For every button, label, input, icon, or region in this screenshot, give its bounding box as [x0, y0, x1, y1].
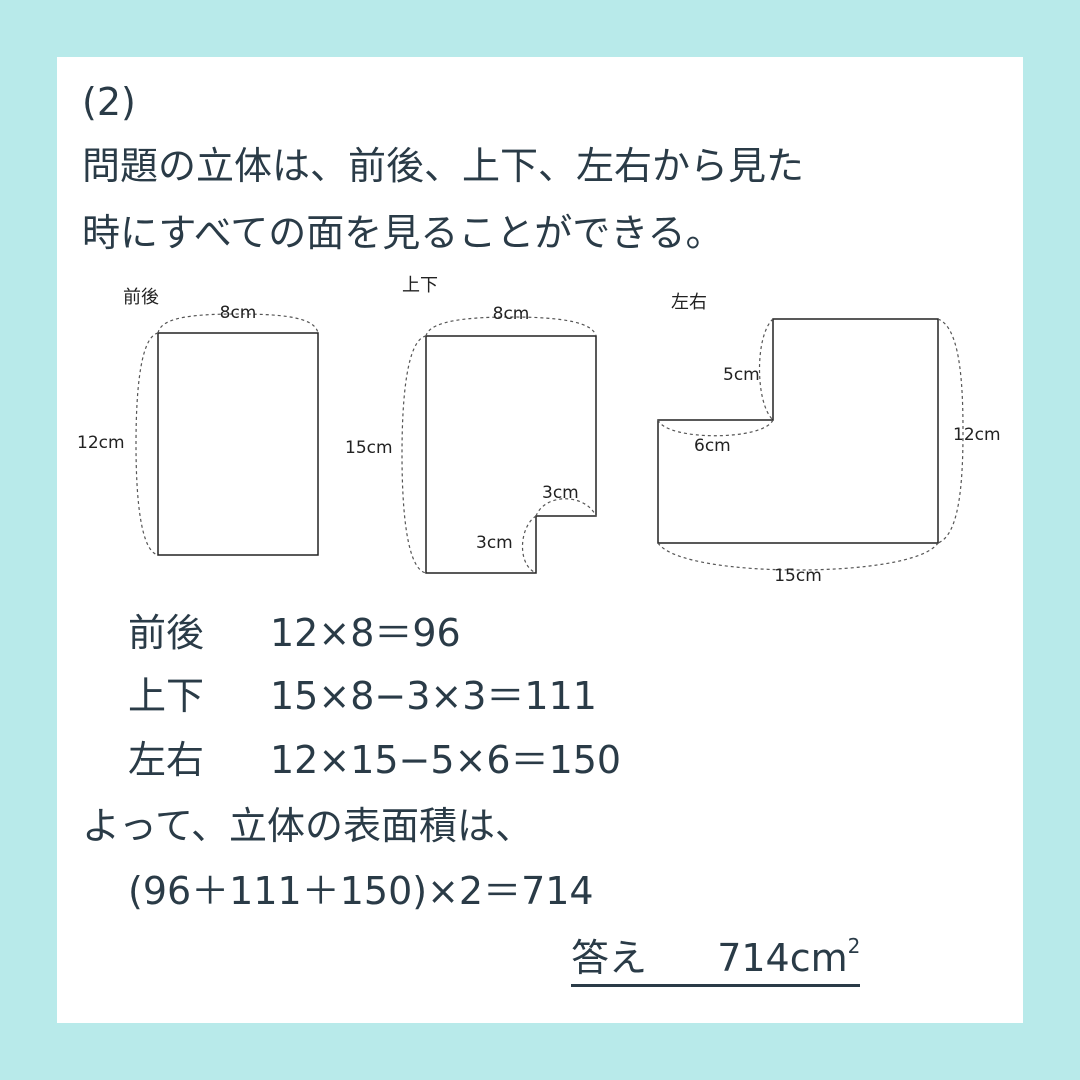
calc-expr-top-bottom: 15×8−3×3＝111	[270, 674, 597, 718]
left-right-figure: 左右 5cm 6cm 12cm 15cm	[657, 292, 1001, 586]
front-back-height-dim	[135, 332, 159, 556]
top-bottom-width-dim	[425, 316, 597, 337]
left-right-step-h-dim	[759, 318, 774, 421]
intro-line-2: 時にすべての面を見ることができる。	[82, 211, 724, 255]
left-right-step-h-label: 5cm	[723, 365, 760, 385]
left-right-width-label: 15cm	[774, 566, 822, 586]
top-bottom-height-dim	[401, 335, 427, 574]
final-answer: 答え 714cm2	[571, 927, 861, 987]
left-right-height-label: 12cm	[953, 425, 1001, 445]
content-card: (2) 問題の立体は、前後、上下、左右から見た 時にすべての面を見ることができる…	[57, 57, 1023, 1023]
conclusion-text: よって、立体の表面積は、	[82, 804, 534, 848]
answer-label: 答え	[571, 936, 648, 980]
front-back-width-dim	[157, 313, 319, 334]
left-right-height-dim	[937, 318, 964, 544]
front-back-height-label: 12cm	[77, 433, 125, 453]
calc-label-top-bottom: 上下	[128, 674, 205, 718]
answer-value: 714cm	[717, 936, 848, 980]
left-right-shape	[657, 318, 939, 544]
left-right-step-w-dim	[657, 419, 774, 437]
calc-expr-front-back: 12×8＝96	[270, 611, 461, 655]
front-back-figure: 前後 8cm 12cm	[77, 287, 319, 556]
left-right-title: 左右	[671, 292, 707, 313]
front-back-title: 前後	[123, 287, 159, 308]
left-right-step-w-label: 6cm	[694, 436, 731, 456]
top-bottom-title: 上下	[402, 275, 438, 296]
front-back-width-label: 8cm	[220, 303, 257, 323]
top-bottom-figure: 上下 8cm 15cm 3cm 3cm	[345, 275, 597, 574]
calc-label-left-right: 左右	[128, 738, 205, 782]
top-bottom-notch-w-label: 3cm	[542, 483, 579, 503]
answer-exponent: 2	[847, 934, 861, 958]
calc-label-front-back: 前後	[128, 611, 205, 655]
top-bottom-width-label: 8cm	[493, 304, 530, 324]
net-figures: 前後 8cm 12cm 上下 8cm 15cm 3cm 3cm 左右 5cm	[77, 275, 1001, 586]
front-back-rect	[157, 332, 319, 556]
left-right-width-dim	[657, 542, 939, 571]
intro-line-1: 問題の立体は、前後、上下、左右から見た	[82, 144, 805, 188]
top-bottom-notch-h-dim	[521, 515, 537, 574]
top-bottom-height-label: 15cm	[345, 438, 393, 458]
top-bottom-notch-w-dim	[535, 498, 597, 517]
conclusion-expr: (96＋111＋150)×2＝714	[128, 869, 594, 913]
problem-number: (2)	[82, 80, 136, 124]
calc-expr-left-right: 12×15−5×6＝150	[270, 738, 622, 782]
top-bottom-notch-h-label: 3cm	[476, 533, 513, 553]
